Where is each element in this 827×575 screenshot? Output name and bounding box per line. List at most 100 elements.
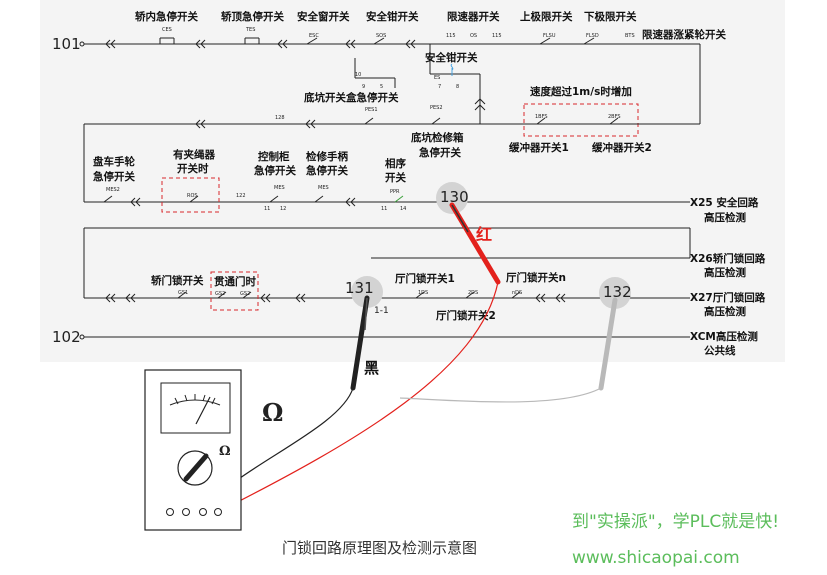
meter-needle xyxy=(195,396,211,425)
promo-line-1: 到"实操派"，学PLC就是快! xyxy=(572,512,779,532)
switch-cartop-estop-label: 轿顶急停开关 xyxy=(221,10,284,23)
node-132-highlight xyxy=(599,277,631,309)
node-131-label: 131 xyxy=(345,279,374,297)
rope-gripper-label-1: 有夹绳器 xyxy=(173,148,215,161)
switch-car-estop-label: 轿内急停开关 xyxy=(135,10,198,23)
handwheel-label-1: 盘车手轮 xyxy=(93,155,135,168)
switch-safety-clamp-label: 安全钳开关 xyxy=(366,10,419,23)
ohm-large-label: Ω xyxy=(262,398,283,427)
code-mes-b: MES xyxy=(318,185,329,191)
pit-inspect-label-2: 急停开关 xyxy=(419,146,461,159)
car-door-lock-label: 轿门锁开关 xyxy=(151,274,204,287)
buffer2-label: 缓冲器开关2 xyxy=(591,141,652,154)
phase-seq-label-2: 开关 xyxy=(385,171,406,184)
code-tes: TES xyxy=(245,27,255,33)
figure-caption: 门锁回路原理图及检测示意图 xyxy=(282,539,477,557)
control-cabinet-label-2: 急停开关 xyxy=(254,164,296,177)
clamp-switch-label: 安全钳开关 xyxy=(425,51,478,64)
code-sos: SOS xyxy=(376,33,386,39)
knob-pointer xyxy=(183,453,209,482)
pit-inspect-switch-symbol xyxy=(431,117,441,125)
code-es-clamp: ES xyxy=(434,75,440,81)
ohm-small-label: Ω xyxy=(219,444,231,459)
code-2bfs: 2BFS xyxy=(608,114,621,120)
code-mes2: MES2 xyxy=(106,187,120,193)
code-mes-a: MES xyxy=(274,185,285,191)
hall-door-n-label: 厅门锁开关n xyxy=(506,271,566,284)
code-t12: 12 xyxy=(280,206,286,212)
x27-sub-label: 高压检测 xyxy=(704,305,746,318)
gray-probe xyxy=(598,297,618,391)
buffer1-label: 缓冲器开关1 xyxy=(508,141,569,154)
third-row-switch-symbols xyxy=(103,195,404,207)
buffer-dashed-box xyxy=(523,103,639,137)
code-128: 128 xyxy=(275,115,285,121)
code-esc: ESC xyxy=(309,33,319,39)
code-flsu: FLSU xyxy=(543,33,556,39)
black-probe-label: 黑 xyxy=(364,359,379,377)
code-os: OS xyxy=(470,33,477,39)
meter-jack-com[interactable] xyxy=(199,508,207,516)
promo-line-2[interactable]: www.shicaopai.com xyxy=(572,548,740,568)
meter-jack-ohm[interactable] xyxy=(214,508,222,516)
code-115b: 115 xyxy=(492,33,502,39)
door-switch-symbols xyxy=(177,291,521,299)
code-flsd: FLSD xyxy=(586,33,599,39)
code-pes1: PES1 xyxy=(365,107,378,113)
red-probe-label: 红 xyxy=(476,225,492,244)
rope-gripper-label-2: 开关时 xyxy=(177,162,209,175)
x25-label: X25 安全回路 xyxy=(690,196,759,209)
wire-chevrons-top xyxy=(105,39,416,49)
code-bts: BTS xyxy=(625,33,635,39)
code-gs2-a: GS2 xyxy=(215,291,225,297)
code-gs1: GS1 xyxy=(178,290,188,296)
code-115a: 115 xyxy=(446,33,456,39)
phase-seq-label-1: 相序 xyxy=(385,157,406,170)
red-lead xyxy=(217,281,499,513)
through-door-dashed-box xyxy=(210,271,259,311)
code-pes2: PES2 xyxy=(430,105,443,111)
xcm-label: XCM高压检测 xyxy=(690,330,758,343)
inspect-handle-label-2: 急停开关 xyxy=(306,164,348,177)
branch-up-chevron xyxy=(474,98,486,111)
code-7: 7 xyxy=(438,84,441,90)
pit-box-wire xyxy=(354,58,396,88)
top-switch-symbols xyxy=(159,37,595,45)
hall-door-1-label: 厅门锁开关1 xyxy=(395,272,455,285)
code-ces: CES xyxy=(162,27,172,33)
code-122: 122 xyxy=(236,193,246,199)
node-130-label: 130 xyxy=(440,188,469,206)
red-probe-tip xyxy=(451,204,469,233)
switch-tension-wheel-label: 限速器涨紧轮开关 xyxy=(642,28,726,41)
pit-inspect-label-1: 底坑检修箱 xyxy=(411,131,464,144)
node-131-highlight xyxy=(351,276,383,308)
label-1-1: 1-1 xyxy=(374,306,389,316)
clamp-indicator-icon xyxy=(450,63,454,76)
code-nds: nDS xyxy=(512,290,522,296)
inspect-handle-label-1: 检修手柄 xyxy=(306,150,348,163)
door-loop-wire xyxy=(83,227,691,298)
buffer-switch-symbols xyxy=(536,117,619,125)
gray-lead xyxy=(399,387,602,403)
code-9: 9 xyxy=(362,84,365,90)
code-t11: 11 xyxy=(264,206,270,212)
black-probe xyxy=(350,295,370,391)
handwheel-label-2: 急停开关 xyxy=(93,170,135,183)
meter-jack-1[interactable] xyxy=(166,508,174,516)
meter-jack-2[interactable] xyxy=(182,508,190,516)
rope-gripper-dashed-box xyxy=(161,177,220,213)
switch-upper-limit-label: 上极限开关 xyxy=(520,10,573,23)
code-11: 11 xyxy=(381,206,387,212)
overspeed-note: 速度超过1m/s时增加 xyxy=(530,85,632,98)
x26-label: X26轿门锁回路 xyxy=(690,252,766,265)
x27-label: X27厅门锁回路 xyxy=(690,291,766,304)
hall-door-2-label: 厅门锁开关2 xyxy=(436,309,496,322)
code-8: 8 xyxy=(456,84,459,90)
multimeter-display xyxy=(160,382,231,434)
switch-lower-limit-label: 下极限开关 xyxy=(584,10,637,23)
node-130-highlight xyxy=(436,182,468,214)
switch-safety-window-label: 安全窗开关 xyxy=(297,10,350,23)
code-14: 14 xyxy=(400,206,406,212)
code-gs2-b: GS2 xyxy=(240,291,250,297)
xcm-sub-label: 公共线 xyxy=(704,344,736,357)
